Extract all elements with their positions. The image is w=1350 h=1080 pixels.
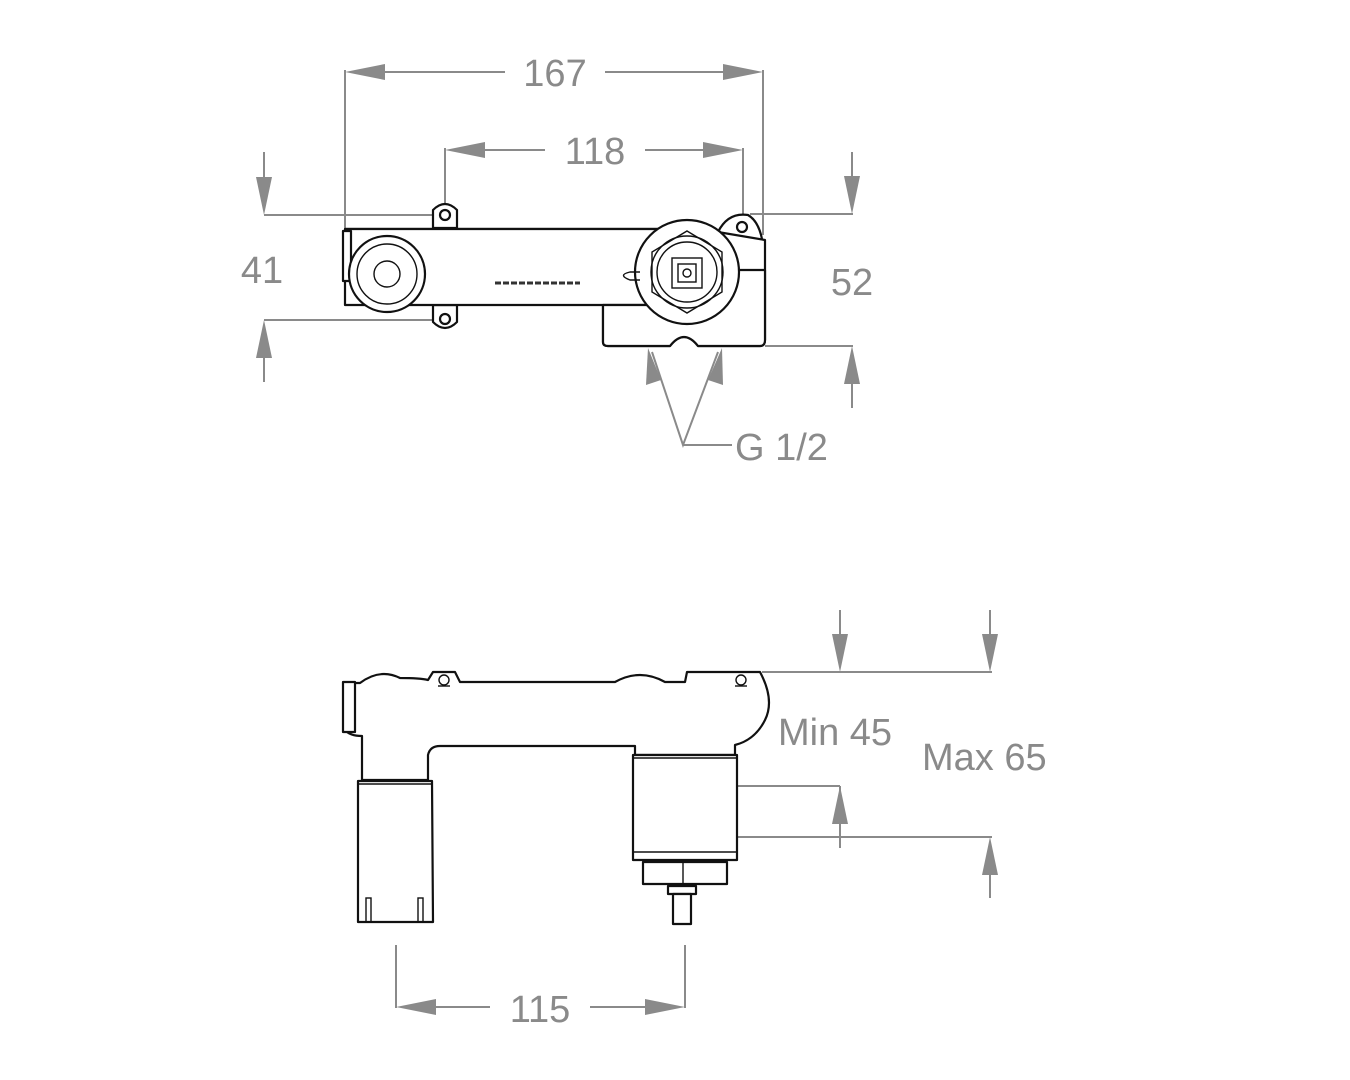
valve-body-side [341, 670, 771, 926]
dim-41 [256, 152, 440, 382]
dim-115 [395, 945, 686, 1015]
dim-label-52: 52 [831, 262, 873, 304]
side-view: Min 45 Max 65 115 [341, 610, 1047, 1031]
dim-167 [344, 64, 764, 235]
dim-label-max: Max 65 [922, 737, 1047, 779]
top-view: 167 118 41 52 [241, 53, 873, 469]
dim-label-thread: G 1/2 [735, 427, 828, 469]
dim-118 [444, 142, 744, 225]
dim-label-min: Min 45 [778, 712, 892, 754]
dim-label-115: 115 [510, 989, 571, 1031]
thread-leader [646, 348, 732, 448]
dim-min-max [720, 610, 998, 898]
dim-label-118: 118 [565, 131, 626, 173]
dim-52 [750, 152, 860, 408]
valve-body-top [341, 202, 767, 348]
dim-label-167: 167 [523, 53, 586, 95]
dim-label-41: 41 [241, 250, 283, 292]
